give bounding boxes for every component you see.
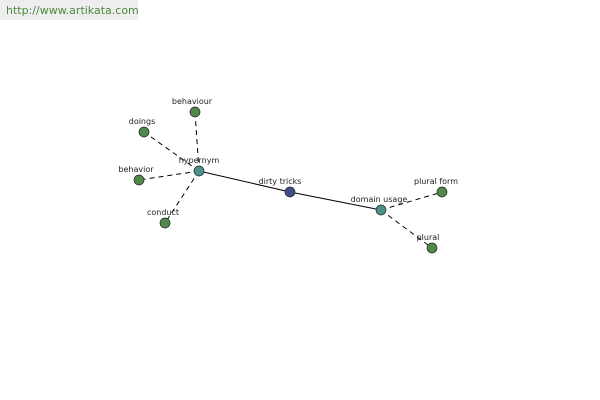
node-behaviour-label[interactable]: behaviour xyxy=(172,97,213,106)
node-behavior-label[interactable]: behavior xyxy=(118,165,154,174)
node-dirty-tricks-dot[interactable] xyxy=(284,186,296,198)
node-plural-form[interactable]: plural form xyxy=(414,177,458,198)
node-behaviour-dot[interactable] xyxy=(189,106,201,118)
edge-hypernym-to-doings xyxy=(143,131,200,172)
node-plural-form-dot[interactable] xyxy=(436,186,448,198)
node-conduct-dot[interactable] xyxy=(159,217,171,229)
node-plural-label[interactable]: plural xyxy=(417,233,440,242)
node-conduct-label[interactable]: conduct xyxy=(147,208,179,217)
node-conduct[interactable]: conduct xyxy=(147,208,179,229)
node-behaviour[interactable]: behaviour xyxy=(172,97,213,118)
node-dirty-tricks-label[interactable]: dirty tricks xyxy=(259,177,302,186)
node-domain-usage-label[interactable]: domain usage xyxy=(351,195,408,204)
site-url-link[interactable]: http://www.artikata.com xyxy=(0,0,139,20)
node-doings[interactable]: doings xyxy=(129,117,156,138)
node-domain-usage-dot[interactable] xyxy=(375,204,387,216)
nodes-layer: dirty tricks hypernym domain usage behaviou… xyxy=(118,97,458,254)
node-behavior-dot[interactable] xyxy=(133,174,145,186)
edge-hypernym-to-behavior xyxy=(138,170,200,181)
node-plural-form-label[interactable]: plural form xyxy=(414,177,458,186)
edges-layer xyxy=(138,111,443,249)
node-doings-dot[interactable] xyxy=(138,126,150,138)
node-dirty-tricks[interactable]: dirty tricks xyxy=(259,177,302,198)
edge-dirty-tricks-to-hypernym xyxy=(198,170,291,193)
node-plural[interactable]: plural xyxy=(417,233,440,254)
edge-domain-usage-to-plural xyxy=(380,209,433,249)
node-hypernym-label[interactable]: hypernym xyxy=(179,156,220,165)
node-doings-label[interactable]: doings xyxy=(129,117,156,126)
edge-dirty-tricks-to-domain-usage xyxy=(289,191,382,211)
edge-domain-usage-to-plural-form xyxy=(380,191,443,211)
node-behavior[interactable]: behavior xyxy=(118,165,154,186)
edge-hypernym-to-conduct xyxy=(164,170,200,224)
node-plural-dot[interactable] xyxy=(426,242,438,254)
edge-hypernym-to-behaviour xyxy=(194,111,200,172)
node-hypernym-dot[interactable] xyxy=(193,165,205,177)
node-domain-usage[interactable]: domain usage xyxy=(351,195,408,216)
node-hypernym[interactable]: hypernym xyxy=(179,156,220,177)
